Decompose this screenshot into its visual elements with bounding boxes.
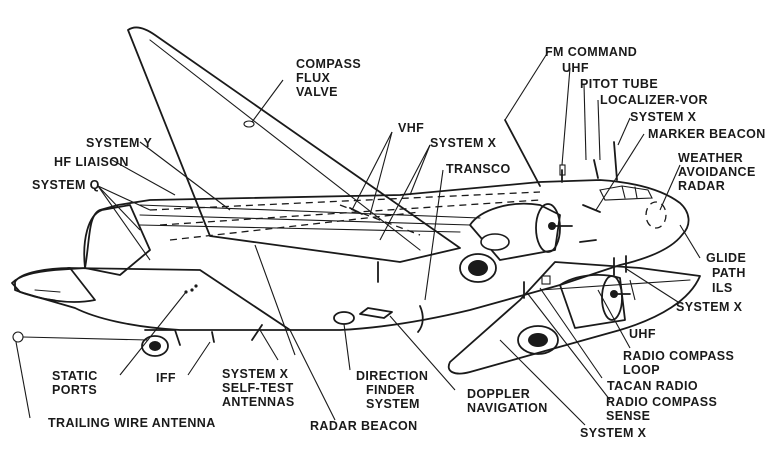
label-trailing-wire-antenna: TRAILING WIRE ANTENNA <box>48 416 216 430</box>
labels: COMPASS FLUX VALVE FM COMMAND UHF PITOT … <box>32 45 766 440</box>
label-system-x-right: SYSTEM X <box>676 300 743 314</box>
far-wheel <box>459 253 497 283</box>
label-vhf: VHF <box>398 121 424 135</box>
label-static-ports-1: STATIC <box>52 369 98 383</box>
label-localizer-vor: LOCALIZER-VOR <box>600 93 708 107</box>
label-uhf-bottom: UHF <box>629 327 656 341</box>
label-doppler-navigation-2: NAVIGATION <box>467 401 548 415</box>
label-glide-path-3: ILS <box>712 281 733 295</box>
horizontal-stabilizer <box>14 267 96 303</box>
label-radio-compass-sense-1: RADIO COMPASS <box>606 395 717 409</box>
label-radio-compass-sense-2: SENSE <box>606 409 650 423</box>
label-system-x-selftest-3: ANTENNAS <box>222 395 295 409</box>
label-system-x-selftest-1: SYSTEM X <box>222 367 289 381</box>
label-system-y: SYSTEM Y <box>86 136 152 150</box>
label-pitot-tube: PITOT TUBE <box>580 77 658 91</box>
label-fm-command: FM COMMAND <box>545 45 637 59</box>
label-iff: IFF <box>156 371 176 385</box>
label-system-x-selftest-2: SELF-TEST <box>222 381 294 395</box>
cockpit-windows <box>599 185 653 201</box>
label-radar-beacon: RADAR BEACON <box>310 419 418 433</box>
label-system-x-top-right: SYSTEM X <box>630 110 697 124</box>
aircraft-illustration <box>11 26 701 375</box>
label-compass-flux-valve-2: FLUX <box>296 71 330 85</box>
label-weather-radar-3: RADAR <box>678 179 725 193</box>
label-tacan-radio: TACAN RADIO <box>607 379 698 393</box>
label-weather-radar-2: AVOIDANCE <box>678 165 756 179</box>
label-direction-finder-3: SYSTEM <box>366 397 420 411</box>
label-weather-radar-1: WEATHER <box>678 151 743 165</box>
label-system-x-bottom: SYSTEM X <box>580 426 647 440</box>
label-compass-flux-valve-3: VALVE <box>296 85 338 99</box>
label-doppler-navigation-1: DOPPLER <box>467 387 530 401</box>
label-system-x-center: SYSTEM X <box>430 136 497 150</box>
label-hf-liaison: HF LIAISON <box>54 155 129 169</box>
label-marker-beacon: MARKER BEACON <box>648 127 766 141</box>
label-system-q: SYSTEM Q <box>32 178 100 192</box>
leader-lines <box>15 51 701 426</box>
label-compass-flux-valve-1: COMPASS <box>296 57 361 71</box>
label-uhf-top: UHF <box>562 61 589 75</box>
far-engine <box>469 202 561 261</box>
fuselage <box>11 179 690 331</box>
label-radio-compass-loop-1: RADIO COMPASS <box>623 349 734 363</box>
vertical-tail <box>83 204 151 276</box>
near-wheel <box>517 325 559 355</box>
label-radio-compass-loop-2: LOOP <box>623 363 660 377</box>
near-engine <box>559 274 626 329</box>
label-transco: TRANSCO <box>446 162 511 176</box>
label-direction-finder-2: FINDER <box>366 383 415 397</box>
label-glide-path-1: GLIDE <box>706 251 746 265</box>
upper-wing <box>127 26 461 263</box>
label-glide-path-2: PATH <box>712 266 746 280</box>
label-direction-finder-1: DIRECTION <box>356 369 428 383</box>
label-static-ports-2: PORTS <box>52 383 97 397</box>
tail-wheel <box>141 335 169 357</box>
